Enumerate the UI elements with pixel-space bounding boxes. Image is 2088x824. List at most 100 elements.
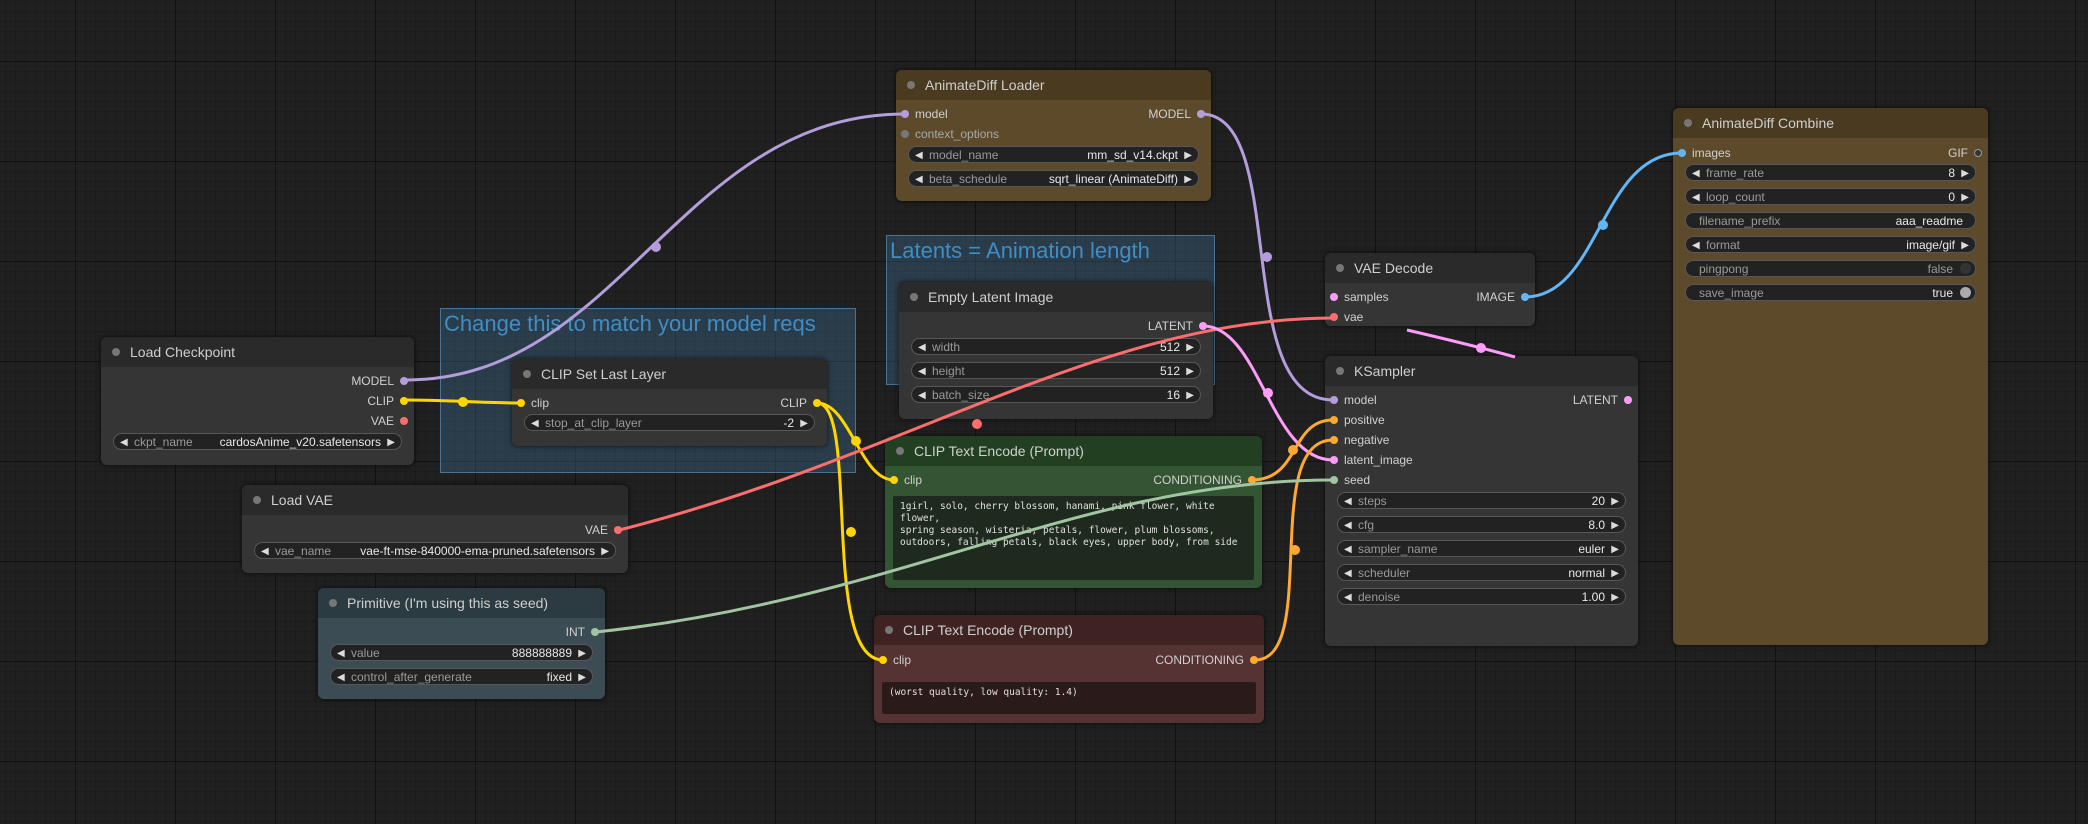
node-title[interactable]: Primitive (I'm using this as seed)	[318, 588, 605, 618]
arrow-right-icon[interactable]: ▶	[1611, 568, 1619, 579]
input-images[interactable]: images	[1678, 145, 1731, 161]
arrow-right-icon[interactable]: ▶	[1186, 366, 1194, 377]
primitive-node[interactable]: Primitive (I'm using this as seed) INT ◀…	[318, 588, 605, 699]
node-title[interactable]: CLIP Text Encode (Prompt)	[874, 615, 1264, 645]
clip-text-encode-negative-node[interactable]: CLIP Text Encode (Prompt) clip CONDITION…	[874, 615, 1264, 723]
arrow-right-icon[interactable]: ▶	[800, 418, 808, 429]
arrow-right-icon[interactable]: ▶	[1961, 168, 1969, 179]
node-title[interactable]: Load Checkpoint	[101, 337, 414, 367]
node-title[interactable]: CLIP Text Encode (Prompt)	[885, 436, 1262, 466]
arrow-left-icon[interactable]: ◀	[918, 390, 926, 401]
arrow-left-icon[interactable]: ◀	[261, 546, 269, 557]
slot-gif-icon[interactable]	[1974, 149, 1982, 157]
arrow-right-icon[interactable]: ▶	[1611, 520, 1619, 531]
stop-at-clip-layer-number[interactable]: ◀stop_at_clip_layer-2▶	[524, 414, 815, 431]
collapse-dot-icon[interactable]	[112, 348, 120, 356]
animatediff-loader-node[interactable]: AnimateDiff Loader model MODEL context_o…	[896, 70, 1211, 201]
arrow-right-icon[interactable]: ▶	[601, 546, 609, 557]
node-title[interactable]: CLIP Set Last Layer	[512, 359, 827, 389]
slot-image-icon[interactable]	[1521, 293, 1529, 301]
output-latent[interactable]: LATENT	[1148, 318, 1207, 334]
arrow-left-icon[interactable]: ◀	[1344, 496, 1352, 507]
slot-vae-icon[interactable]	[1330, 313, 1338, 321]
link-midpoint-icon[interactable]	[651, 242, 661, 252]
node-title[interactable]: AnimateDiff Loader	[896, 70, 1211, 100]
input-seed[interactable]: seed	[1330, 472, 1370, 488]
link-midpoint-icon[interactable]	[1263, 388, 1273, 398]
slot-vae-icon[interactable]	[400, 417, 408, 425]
output-model[interactable]: MODEL	[351, 373, 408, 389]
prompt-textarea[interactable]: 1girl, solo, cherry blossom, hanami, pin…	[893, 496, 1254, 580]
slot-latent-icon[interactable]	[1330, 456, 1338, 464]
slot-vae-icon[interactable]	[614, 526, 622, 534]
collapse-dot-icon[interactable]	[896, 447, 904, 455]
input-context-options[interactable]: context_options	[901, 126, 999, 142]
clip-set-last-layer-node[interactable]: CLIP Set Last Layer clip CLIP ◀stop_at_c…	[512, 359, 827, 446]
input-latent-image[interactable]: latent_image	[1330, 452, 1413, 468]
input-positive[interactable]: positive	[1330, 412, 1385, 428]
clip-text-encode-positive-node[interactable]: CLIP Text Encode (Prompt) clip CONDITION…	[885, 436, 1262, 588]
link-conditioning-pos-to-ksampler[interactable]	[1251, 418, 1334, 482]
slot-clip-icon[interactable]	[813, 399, 821, 407]
slot-image-icon[interactable]	[1678, 149, 1686, 157]
output-vae[interactable]: VAE	[585, 522, 622, 538]
arrow-left-icon[interactable]: ◀	[531, 418, 539, 429]
arrow-left-icon[interactable]: ◀	[1692, 168, 1700, 179]
output-clip[interactable]: CLIP	[780, 395, 821, 411]
input-vae[interactable]: vae	[1330, 309, 1363, 325]
collapse-dot-icon[interactable]	[329, 599, 337, 607]
link-midpoint-icon[interactable]	[1288, 445, 1298, 455]
node-title[interactable]: AnimateDiff Combine	[1673, 108, 1988, 138]
slot-clip-icon[interactable]	[517, 399, 525, 407]
arrow-left-icon[interactable]: ◀	[337, 672, 345, 683]
collapse-dot-icon[interactable]	[523, 370, 531, 378]
output-latent[interactable]: LATENT	[1573, 392, 1632, 408]
node-title[interactable]: KSampler	[1325, 356, 1638, 386]
animatediff-combine-node[interactable]: AnimateDiff Combine images GIF ◀frame_ra…	[1673, 108, 1988, 645]
arrow-right-icon[interactable]: ▶	[1184, 174, 1192, 185]
prompt-textarea[interactable]: (worst quality, low quality: 1.4)	[882, 682, 1256, 714]
load-checkpoint-node[interactable]: Load Checkpoint MODEL CLIP VAE ◀ckpt_nam…	[101, 337, 414, 465]
slot-clip-icon[interactable]	[400, 397, 408, 405]
input-model[interactable]: model	[901, 106, 948, 122]
node-title[interactable]: VAE Decode	[1325, 253, 1535, 283]
link-midpoint-icon[interactable]	[846, 527, 856, 537]
collapse-dot-icon[interactable]	[253, 496, 261, 504]
collapse-dot-icon[interactable]	[885, 626, 893, 634]
link-midpoint-icon[interactable]	[972, 419, 982, 429]
input-samples[interactable]: samples	[1330, 289, 1389, 305]
slot-conditioning-icon[interactable]	[1330, 416, 1338, 424]
arrow-right-icon[interactable]: ▶	[578, 648, 586, 659]
slot-model-icon[interactable]	[901, 110, 909, 118]
arrow-right-icon[interactable]: ▶	[578, 672, 586, 683]
toggle-off-icon[interactable]	[1960, 263, 1971, 274]
arrow-left-icon[interactable]: ◀	[337, 648, 345, 659]
arrow-right-icon[interactable]: ▶	[1611, 544, 1619, 555]
arrow-left-icon[interactable]: ◀	[120, 437, 128, 448]
slot-conditioning-icon[interactable]	[1248, 476, 1256, 484]
node-title[interactable]: Empty Latent Image	[899, 282, 1213, 312]
slot-latent-icon[interactable]	[1199, 322, 1207, 330]
slot-clip-icon[interactable]	[879, 656, 887, 664]
collapse-dot-icon[interactable]	[910, 293, 918, 301]
output-conditioning[interactable]: CONDITIONING	[1153, 472, 1256, 488]
collapse-dot-icon[interactable]	[907, 81, 915, 89]
slot-int-icon[interactable]	[1330, 476, 1338, 484]
arrow-left-icon[interactable]: ◀	[915, 174, 923, 185]
slot-latent-icon[interactable]	[1330, 293, 1338, 301]
link-midpoint-icon[interactable]	[1598, 220, 1608, 230]
vae-decode-node[interactable]: VAE Decode samples IMAGE vae	[1325, 253, 1535, 326]
slot-model-icon[interactable]	[400, 377, 408, 385]
